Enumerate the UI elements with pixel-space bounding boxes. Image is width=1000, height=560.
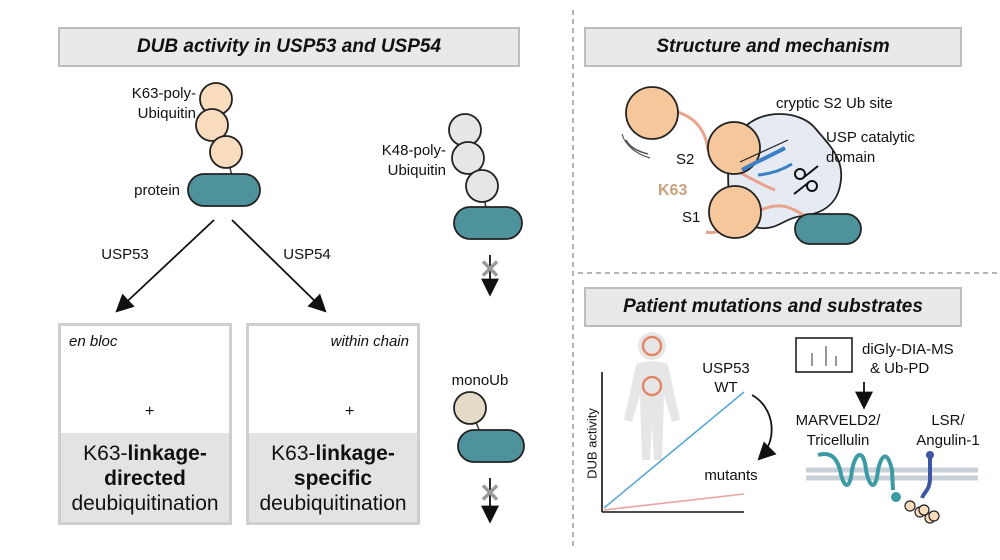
en-bloc-description: K63-linkage- directed deubiquitination	[61, 433, 229, 522]
en-bloc-line1-prefix: K63-	[83, 442, 128, 465]
svg-text:✕: ✕	[479, 478, 501, 508]
within-chain-plus: +	[345, 403, 355, 420]
catalytic-domain-label-line1: USP catalytic	[826, 129, 915, 146]
protein-shape	[187, 173, 261, 207]
y-axis-label: DUB activity	[584, 408, 600, 479]
en-bloc-tag: en bloc	[69, 333, 118, 350]
en-bloc-line1-bold: linkage-	[127, 442, 207, 465]
patient-panel-title: Patient mutations and substrates	[584, 287, 962, 327]
k48-polyub-label-line2: Ubiquitin	[387, 162, 446, 179]
s2-label: S2	[676, 151, 695, 168]
within-chain-line3: deubiquitination	[259, 492, 407, 515]
within-chain-line2: specific	[293, 467, 373, 490]
protein-label: protein	[134, 182, 180, 199]
usp53-wt-label-line2: WT	[714, 379, 738, 396]
mutant-line	[603, 493, 745, 511]
usp54-label: USP54	[283, 246, 331, 263]
within-chain-line1-bold: linkage-	[315, 442, 395, 465]
membrane-illustration	[806, 451, 978, 524]
en-bloc-line3: deubiquitination	[71, 492, 219, 515]
k63-polyub-label-line1: K63-poly-	[131, 85, 196, 102]
k48-polyubiquitin-chain	[448, 113, 499, 209]
mass-spec-icon	[795, 337, 873, 410]
k48-polyub-label-line1: K48-poly-	[381, 142, 446, 159]
usp54-arrow	[231, 219, 327, 313]
en-bloc-line2: directed	[104, 467, 186, 490]
en-bloc-plus: +	[145, 403, 155, 420]
activity-plot	[601, 372, 777, 513]
within-chain-result-box: within chain + K63-linkage- specific deu…	[246, 323, 420, 525]
catalytic-domain-label-line2: domain	[826, 149, 876, 166]
s1-label: S1	[682, 209, 701, 226]
k63-polyubiquitin-chain	[195, 82, 243, 177]
k63-site-label: K63	[658, 182, 688, 199]
within-chain-description: K63-linkage- specific deubiquitination	[249, 433, 417, 522]
structure-panel-title: Structure and mechanism	[584, 27, 962, 67]
digly-label-line1: diGly-DIA-MS	[862, 341, 954, 358]
monoub-protein-shape	[457, 429, 525, 463]
within-chain-tag: within chain	[330, 333, 409, 350]
wt-line	[603, 391, 745, 509]
usp53-label: USP53	[101, 246, 149, 263]
en-bloc-result-box: en bloc + K63-linkage- directed deubiqui…	[58, 323, 232, 525]
marveld2-label-line2: Tricellulin	[806, 432, 870, 449]
k63-polyub-label-line2: Ubiquitin	[137, 105, 196, 122]
within-chain-line1-prefix: K63-	[271, 442, 316, 465]
lsr-label-line2: Angulin-1	[916, 432, 980, 449]
mutants-label: mutants	[704, 467, 758, 484]
marveld2-label-line1: MARVELD2/	[795, 412, 881, 429]
monoub-label: monoUb	[451, 372, 509, 389]
usp53-wt-label-line1: USP53	[702, 360, 750, 377]
dub-panel-title: DUB activity in USP53 and USP54	[58, 27, 520, 67]
svg-text:✕: ✕	[479, 254, 501, 284]
blocked-arrow-k48: ✕	[479, 254, 501, 297]
mono-ubiquitin	[453, 391, 487, 433]
human-figure	[624, 332, 680, 460]
structure-illustration	[621, 86, 862, 245]
digly-label-line2: & Ub-PD	[870, 360, 930, 377]
usp53-arrow	[115, 219, 215, 313]
lsr-label-line1: LSR/	[931, 412, 965, 429]
blocked-arrow-monoub: ✕	[479, 478, 501, 524]
k48-protein-shape	[453, 206, 523, 240]
cryptic-site-label: cryptic S2 Ub site	[776, 95, 893, 112]
